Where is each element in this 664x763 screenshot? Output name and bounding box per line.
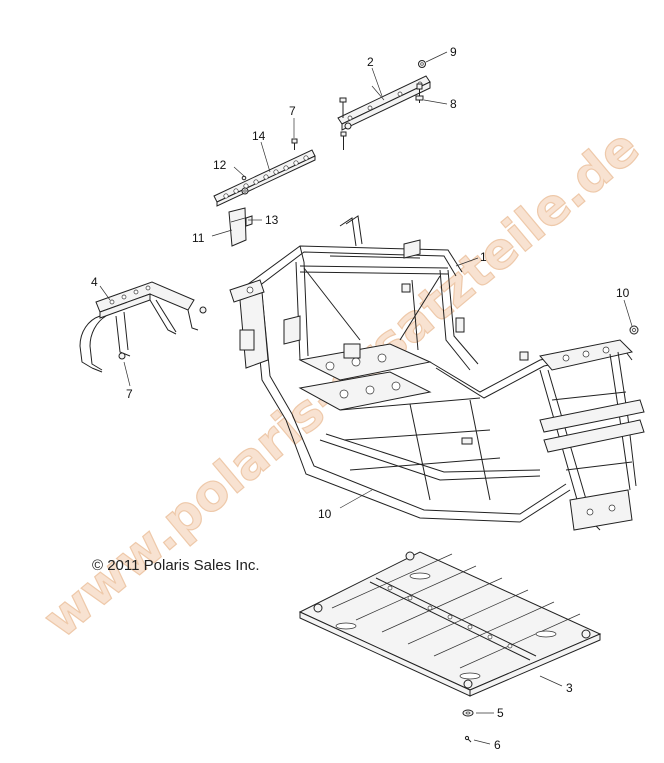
- callout-7-top: 7: [289, 104, 296, 118]
- part-10-nut-right: [629, 325, 639, 335]
- nut-9: [418, 60, 426, 68]
- callout-4: 4: [91, 275, 98, 289]
- callout-9: 9: [450, 45, 457, 59]
- bolt-left-b: [340, 131, 347, 150]
- nut-12b: [241, 187, 249, 195]
- part-5-nut: [462, 709, 474, 717]
- leader-lines: [99, 51, 633, 745]
- callout-labels: 2 9 8 7 14 12 13 11 1 4 10 7 10 3 5 6: [91, 45, 630, 752]
- bolt-7-top: [291, 138, 298, 150]
- callout-5: 5: [497, 706, 504, 720]
- rivet-12: [241, 175, 247, 181]
- callout-12: 12: [213, 158, 227, 172]
- part-14-rail: [213, 149, 316, 207]
- callout-13: 13: [265, 213, 279, 227]
- callout-6: 6: [494, 738, 501, 752]
- bolt-left-a: [339, 97, 347, 118]
- part-6-rivet: [464, 735, 472, 743]
- part-11-bracket: [228, 207, 253, 247]
- bolt-8: [415, 83, 424, 103]
- callout-10-bottom: 10: [318, 507, 332, 521]
- callout-1: 1: [480, 250, 487, 264]
- callout-2: 2: [367, 55, 374, 69]
- copyright-notice: © 2011 Polaris Sales Inc.: [92, 557, 260, 574]
- part-1-main-frame: [229, 215, 645, 531]
- part-4-front-bracket: [79, 281, 207, 373]
- callout-8: 8: [450, 97, 457, 111]
- callout-14: 14: [252, 129, 266, 143]
- callout-11: 11: [192, 231, 205, 245]
- part-2-cross-bar: [337, 75, 431, 131]
- part-3-skid-plate: [298, 551, 602, 697]
- callout-3: 3: [566, 681, 573, 695]
- callout-7-bottom: 7: [126, 387, 133, 401]
- callout-10-right: 10: [616, 286, 630, 300]
- nut-left: [344, 122, 352, 130]
- fasteners-14: [241, 138, 298, 195]
- fastener-bolts-top: [339, 60, 426, 150]
